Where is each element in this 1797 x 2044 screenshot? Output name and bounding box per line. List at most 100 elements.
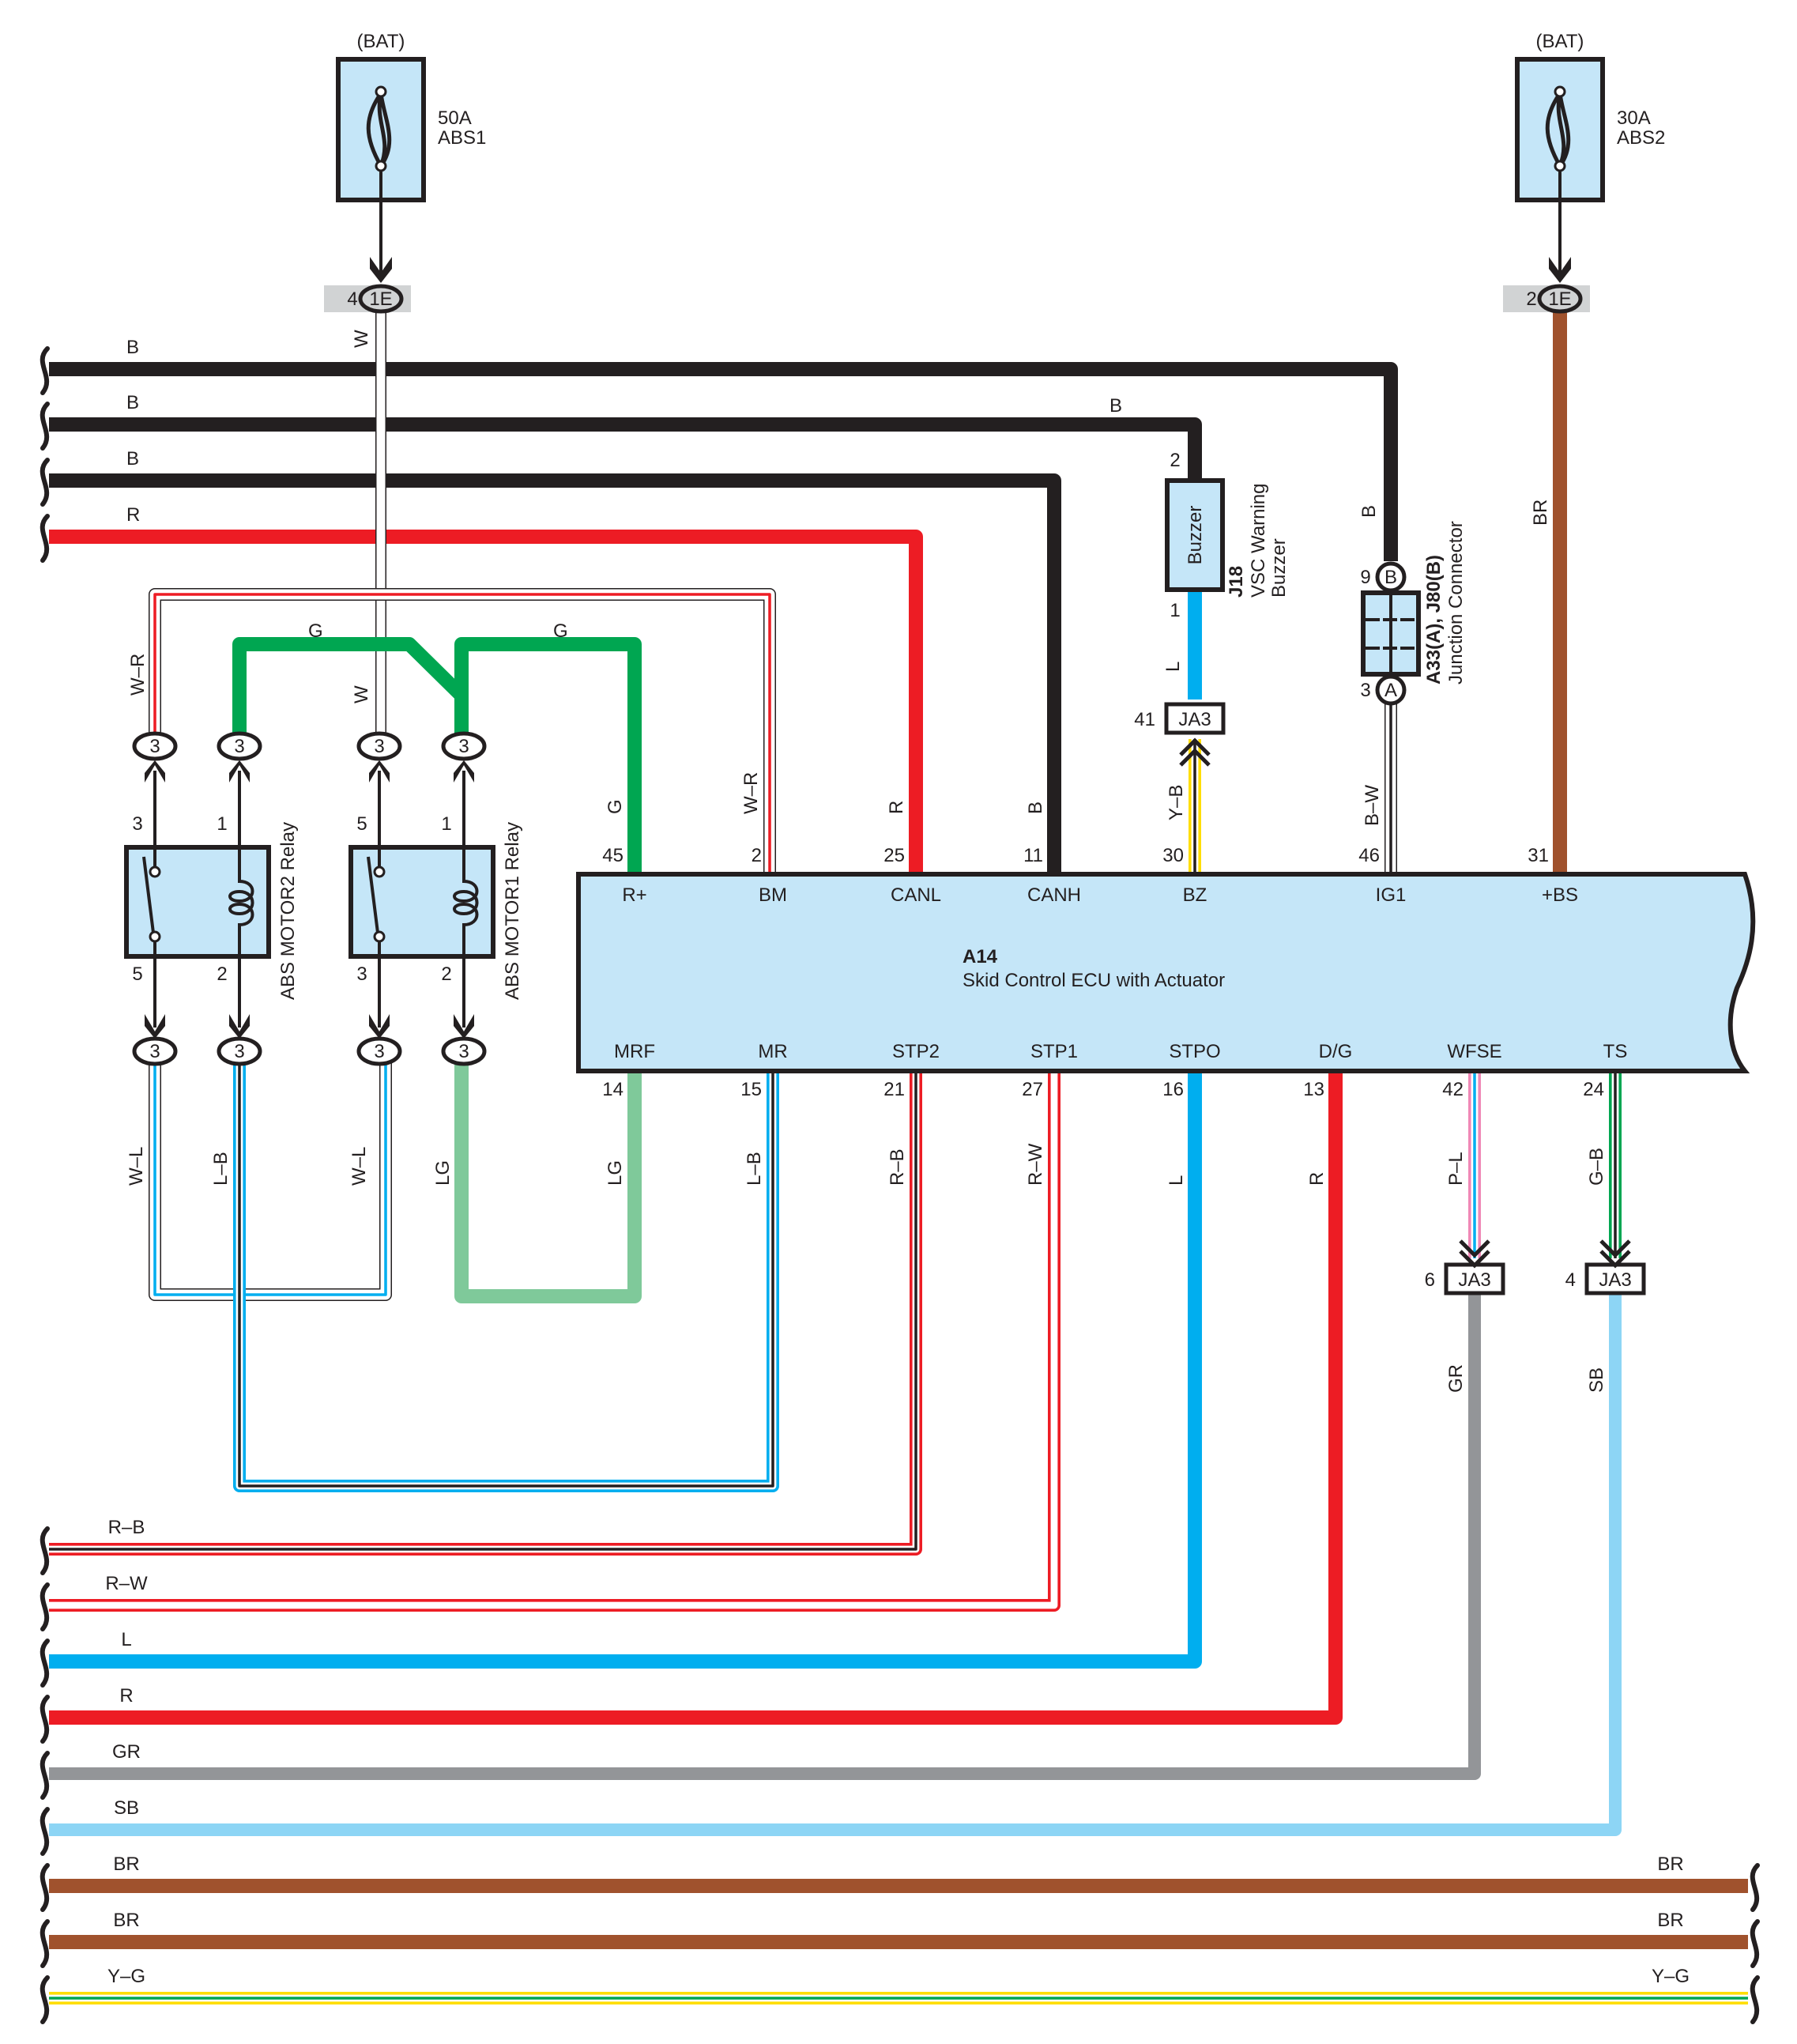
switch-blade-icon bbox=[142, 856, 155, 933]
ja3-connector: JA3 4 bbox=[1565, 1262, 1646, 1295]
ecu-terminal: BM bbox=[759, 884, 787, 906]
ecu-terminal: CANH bbox=[1027, 884, 1081, 906]
wire-stripe bbox=[49, 1071, 917, 1551]
ecu-terminal: IG1 bbox=[1376, 884, 1407, 906]
top-bus-wire-1 bbox=[49, 417, 1202, 484]
ja3-box bbox=[1164, 702, 1226, 735]
connector-number: 3 bbox=[458, 736, 469, 757]
arrow-down-icon bbox=[1549, 257, 1571, 283]
ecu-terminal: D/G bbox=[1319, 1041, 1353, 1062]
ecu-terminal: MR bbox=[758, 1041, 787, 1062]
wire-body bbox=[49, 417, 1202, 484]
bottom-bus-wire-label: BR bbox=[113, 1910, 139, 1931]
ecu-pin: 14 bbox=[602, 1079, 623, 1100]
connector-oval bbox=[217, 731, 262, 761]
ja3-label: JA3 bbox=[1178, 709, 1211, 730]
bottom-bus-wire-label: R–B bbox=[108, 1517, 145, 1538]
bottom-bus-wire-label: SB bbox=[114, 1797, 139, 1819]
wire-label-sb: SB bbox=[1586, 1367, 1607, 1393]
bottom-bus-wire-label: R bbox=[119, 1685, 133, 1706]
wire-label-lg: LG bbox=[432, 1160, 454, 1186]
bottom-bus-break-4 bbox=[40, 1751, 50, 1800]
wire-gr-wfse bbox=[49, 1293, 1481, 1780]
wires-layer bbox=[49, 311, 1748, 2004]
wire-label-gb: G–B bbox=[1586, 1148, 1607, 1186]
relay-pin-number: 5 bbox=[132, 964, 142, 985]
wire-label-lb: L–B bbox=[210, 1152, 232, 1186]
top-bus-break-1 bbox=[40, 402, 50, 451]
ecu-terminal: STP2 bbox=[892, 1041, 940, 1062]
arrow-down-icon bbox=[229, 1014, 250, 1039]
right-bus-wire-label: BR bbox=[1657, 1854, 1683, 1875]
wire-gap bbox=[49, 1071, 920, 1553]
wire-wr-bm bbox=[149, 588, 776, 877]
wire-label-lg: LG bbox=[605, 1160, 626, 1186]
wire-body bbox=[454, 1059, 642, 1303]
junction-pin: 9 bbox=[1360, 567, 1370, 588]
wire-label-bm: W–R bbox=[740, 772, 762, 814]
wire-stripe bbox=[238, 1059, 774, 1488]
relay-body bbox=[124, 845, 271, 959]
right-bus-wire-label: BR bbox=[1657, 1910, 1683, 1931]
wire-label-l: L bbox=[1162, 662, 1184, 672]
wire-body bbox=[49, 1293, 1481, 1780]
wire-label-w: W bbox=[351, 685, 372, 703]
connector-id: 1E bbox=[369, 288, 392, 310]
wire-label-b-buzzer: B bbox=[1109, 395, 1122, 417]
bottom-bus-break-7 bbox=[40, 1919, 50, 1968]
relay-pin-number: 5 bbox=[356, 813, 367, 835]
wire-lg-mrf bbox=[454, 1059, 642, 1303]
ecu-pin: 13 bbox=[1303, 1079, 1324, 1100]
wire-label-b: B bbox=[1358, 505, 1380, 518]
junction-pin-id: B bbox=[1384, 567, 1397, 588]
top-bus-wire-label: B bbox=[126, 448, 139, 470]
connector-number: 3 bbox=[458, 1041, 469, 1062]
coil-icon bbox=[228, 847, 254, 956]
ja3-pin: 4 bbox=[1565, 1269, 1576, 1291]
wire-wl-loop bbox=[149, 1059, 392, 1301]
switch-contact-icon bbox=[373, 865, 386, 878]
arrow-up-icon bbox=[454, 760, 474, 783]
ecu-pin: 30 bbox=[1162, 845, 1184, 866]
ecu-terminal: MRF bbox=[614, 1041, 655, 1062]
top-bus-wire-label: B bbox=[126, 337, 139, 358]
connector-oval bbox=[356, 731, 402, 761]
fuse-name: ABS1 bbox=[438, 127, 486, 149]
wire-rb-stp2 bbox=[49, 1071, 922, 1556]
wire-g-relay2 bbox=[232, 637, 469, 755]
wire-label-ecu-bottom: L bbox=[1166, 1175, 1187, 1186]
ecu-terminal: STPO bbox=[1169, 1041, 1220, 1062]
buzzer-code: J18 bbox=[1226, 566, 1247, 598]
buzzer-pin: 1 bbox=[1170, 600, 1180, 621]
bottom-bus-break-2 bbox=[40, 1639, 50, 1688]
wire-label-g: G bbox=[553, 620, 568, 642]
wire-label-rplus: G bbox=[605, 799, 626, 814]
connector-pin: 2 bbox=[1526, 288, 1536, 310]
bottom-bus-break-0 bbox=[40, 1526, 50, 1575]
top-bus-break-0 bbox=[40, 346, 50, 395]
wire-body bbox=[49, 1071, 1202, 1669]
right-bus-break-0 bbox=[1750, 1863, 1760, 1912]
ecu-pin: 45 bbox=[602, 845, 623, 866]
relay-body bbox=[348, 845, 495, 959]
ecu-terminal: STP1 bbox=[1030, 1041, 1078, 1062]
relay-pin-number: 3 bbox=[132, 813, 142, 835]
switch-contact-icon bbox=[373, 930, 386, 943]
top-bus-break-3 bbox=[40, 514, 50, 563]
wire-body bbox=[49, 1293, 1622, 1836]
wire-sb-ts bbox=[49, 1293, 1622, 1836]
wire-gap bbox=[235, 1059, 777, 1490]
wire-label-wl: W–L bbox=[126, 1147, 147, 1186]
ja3-label: JA3 bbox=[1599, 1269, 1631, 1291]
bottom-bus-wire-label: BR bbox=[113, 1854, 139, 1875]
fuse-terminal-icon bbox=[1554, 85, 1566, 98]
wire-label-br: BR bbox=[1530, 500, 1551, 526]
wire-label-canh: B bbox=[1025, 801, 1046, 814]
ecu-pin: 42 bbox=[1442, 1079, 1464, 1100]
wire-label-bw: B–W bbox=[1362, 785, 1383, 826]
